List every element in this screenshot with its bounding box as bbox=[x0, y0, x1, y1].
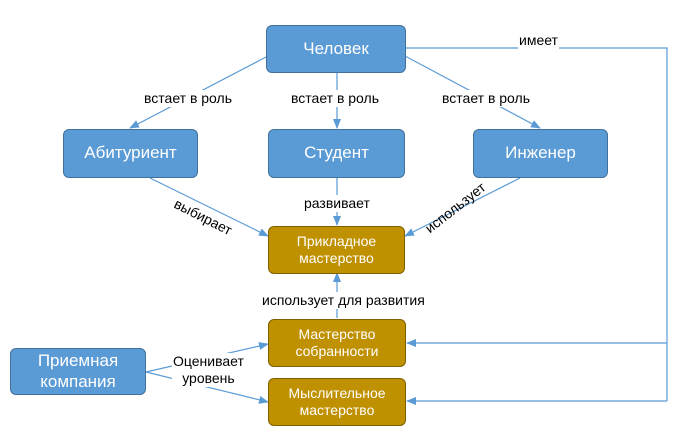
edge-label-role-right: встает в роль bbox=[441, 90, 531, 107]
node-thinking-mastery: Мыслительное мастерство bbox=[268, 378, 406, 426]
node-engineer: Инженер bbox=[473, 129, 608, 178]
node-applicant-label: Абитуриент bbox=[84, 143, 177, 163]
edge-label-role-left: встает в роль bbox=[143, 90, 233, 107]
node-person: Человек bbox=[266, 25, 406, 73]
node-thinking-mastery-label: Мыслительное мастерство bbox=[288, 385, 386, 418]
node-applied-mastery-label: Прикладное мастерство bbox=[296, 233, 377, 266]
edge-label-role-mid: встает в роль bbox=[290, 90, 380, 107]
node-engineer-label: Инженер bbox=[505, 143, 576, 163]
node-student: Студент bbox=[268, 129, 405, 178]
node-admissions: Приемная компания bbox=[10, 348, 146, 395]
edge-engineer-applied bbox=[404, 177, 521, 237]
node-composure-mastery: Мастерство собранности bbox=[268, 319, 406, 367]
edge-person-has-bracket bbox=[405, 47, 668, 401]
edge-label-has: имеет bbox=[518, 32, 559, 49]
node-applicant: Абитуриент bbox=[63, 129, 198, 178]
node-applied-mastery: Прикладное мастерство bbox=[268, 226, 405, 274]
edge-label-uses-for-development: использует для развития bbox=[261, 292, 426, 309]
node-student-label: Студент bbox=[304, 143, 369, 163]
edge-label-evaluates-level: Оценивает уровень bbox=[172, 353, 245, 387]
edge-applicant-applied bbox=[149, 177, 269, 237]
node-composure-mastery-label: Мастерство собранности bbox=[295, 326, 379, 359]
edge-label-develops: развивает bbox=[303, 195, 371, 212]
node-admissions-label: Приемная компания bbox=[37, 351, 119, 391]
edge-admissions-thinking bbox=[145, 371, 269, 404]
node-person-label: Человек bbox=[303, 38, 369, 58]
